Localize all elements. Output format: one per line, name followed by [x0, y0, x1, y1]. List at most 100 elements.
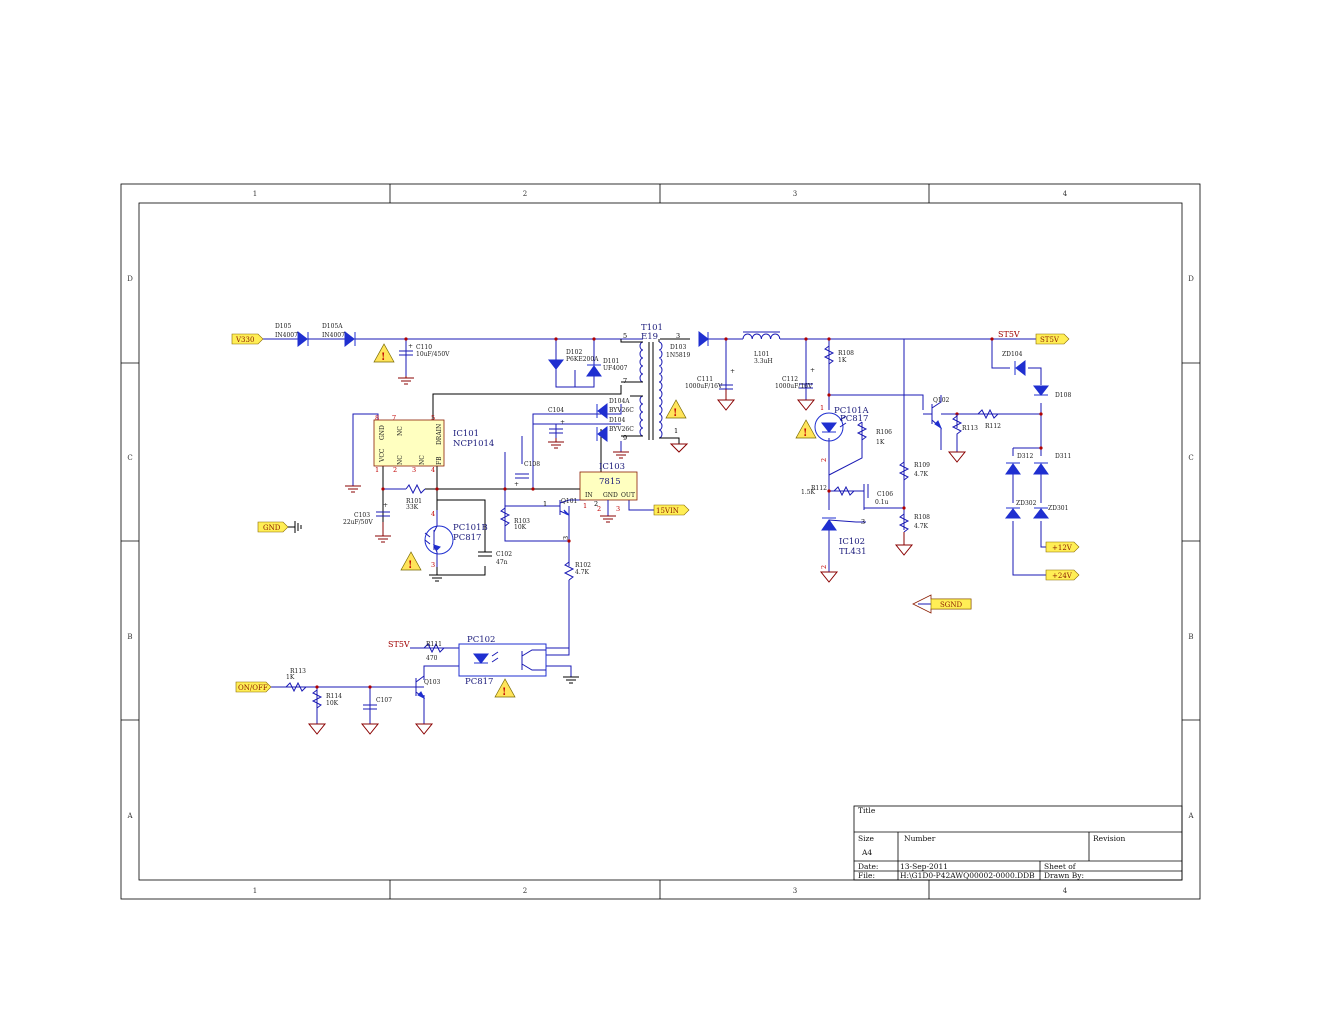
port-plus12v-label: +12V — [1052, 544, 1073, 552]
resistor-r114[interactable]: R114 10K — [311, 689, 342, 709]
capacitor-c102[interactable]: C102 47n — [478, 551, 512, 566]
d101-value: UF4007 — [603, 365, 628, 372]
resistor-r106[interactable]: R106 1K — [856, 421, 892, 446]
c102-ref: C102 — [496, 551, 512, 558]
regulator-ic103[interactable]: IC103 7815 IN GND OUT 1 2 3 — [579, 462, 638, 516]
zener-zd104[interactable]: ZD104 — [1002, 351, 1026, 377]
resistor-r109[interactable]: R109 4.7K — [898, 461, 930, 481]
port-sgnd[interactable]: SGND — [912, 594, 972, 614]
resistor-r103[interactable]: R103 10K — [499, 507, 530, 531]
transformer-t101[interactable]: T101 E19 5 7 9 3 1 — [620, 323, 680, 444]
ic101-pin-gnd: GND — [379, 425, 386, 440]
transistor-q103[interactable]: Q103 — [415, 675, 441, 700]
resistor-r102[interactable]: R102 4.7K — [563, 561, 591, 581]
transistor-q101[interactable]: Q101 1 2 3 — [543, 498, 598, 540]
r113-right-ref: R113 — [962, 425, 978, 432]
inductor-l101[interactable]: L101 3.3uH — [742, 331, 781, 365]
size-value: A4 — [861, 848, 872, 857]
resistor-r108-top[interactable]: R108 1K — [823, 345, 854, 365]
diode-d311[interactable]: D311 — [1033, 453, 1071, 475]
resistor-r111[interactable]: R111 470 — [423, 641, 445, 662]
diode-d104a[interactable]: D104A BYV26C — [596, 398, 634, 420]
ic103-pin-gnd: GND — [603, 492, 618, 499]
r106-value: 1K — [876, 439, 885, 446]
c112-plus: + — [810, 367, 815, 374]
warning-icon-1: ! — [373, 343, 395, 363]
zone-col-4-bottom: 4 — [1063, 887, 1068, 895]
q101-pin1: 1 — [543, 500, 547, 508]
pc101b-pin4: 4 — [431, 510, 435, 518]
resistor-r113-right[interactable]: R113 — [951, 414, 978, 452]
port-plus24v[interactable]: +24V — [1045, 569, 1080, 581]
zone-row-c-left: C — [127, 454, 132, 462]
transistor-q102[interactable]: Q102 — [923, 395, 950, 430]
ic102-pin2: 2 — [820, 565, 828, 569]
capacitor-c103[interactable]: + C103 22uF/50V — [343, 502, 390, 526]
shunt-regulator-ic102[interactable]: IC102 TL431 3 2 — [820, 517, 867, 569]
file-value: H:\G1D0-P42AWQ00002-0000.DDB — [900, 871, 1035, 880]
zener-zd302[interactable]: ZD302 — [1004, 500, 1037, 519]
zone-col-1-bottom: 1 — [253, 887, 257, 895]
diode-d108[interactable]: D108 — [1032, 385, 1071, 399]
q101-ref: Q101 — [561, 498, 577, 505]
resistor-r112[interactable]: R112 1.5K — [801, 485, 855, 497]
capacitor-c106[interactable]: C106 0.1u — [863, 484, 893, 506]
c112-ref: C112 — [782, 376, 798, 383]
ic-ic101[interactable]: GND NC DRAIN VCC NC NC FB 8 7 5 1 2 3 4 … — [373, 414, 494, 474]
d104-value: BYV26C — [609, 426, 634, 433]
ic103-pin3: 3 — [616, 505, 620, 513]
d103-ref: D103 — [670, 344, 686, 351]
r103-value: 10K — [514, 524, 527, 531]
capacitor-c111[interactable]: + C111 1000uF/16V — [685, 368, 735, 390]
zener-zd301[interactable]: ZD301 — [1032, 505, 1068, 519]
zone-row-a-right: A — [1187, 812, 1194, 820]
diode-d105a[interactable]: D105A IN4007 — [322, 323, 356, 348]
resistor-r108-bottom[interactable]: R108 4.7K — [898, 513, 930, 533]
resistor-r113-left[interactable]: R113 1K — [285, 668, 307, 693]
d102-value: P6KE200A — [566, 356, 599, 363]
port-on-off[interactable]: ON/OFF — [235, 681, 272, 693]
resistor-r112-right[interactable]: R112 — [977, 408, 1001, 430]
port-15vin-label: 15VIN — [656, 507, 679, 515]
diode-d105[interactable]: D105 IN4007 — [275, 323, 309, 348]
r113-left-ref: R113 — [290, 668, 306, 675]
optocoupler-pc102[interactable]: PC102 PC817 — [458, 635, 547, 687]
port-st5v[interactable]: ST5V — [1035, 333, 1070, 345]
r101-value: 33K — [406, 504, 419, 511]
resistor-r101[interactable]: R101 33K — [405, 483, 426, 511]
l101-value: 3.3uH — [754, 358, 773, 365]
ic102-ref: IC102 — [839, 537, 865, 547]
optocoupler-pc101b[interactable]: PC101B PC817 4 3 — [424, 510, 488, 569]
ic101-pin-nc1: NC — [397, 455, 404, 465]
port-plus12v[interactable]: +12V — [1045, 541, 1080, 553]
port-15vin[interactable]: 15VIN — [653, 504, 690, 516]
q101-pin3: 3 — [562, 536, 570, 540]
capacitor-c110[interactable]: + C110 10uF/450V — [399, 343, 450, 358]
capacitor-c107[interactable]: C107 — [363, 697, 392, 710]
diode-d102[interactable]: D102 P6KE200A — [547, 349, 599, 370]
zone-row-b-left: B — [127, 633, 132, 641]
d311-ref: D311 — [1055, 453, 1071, 460]
capacitor-c104[interactable]: C104 + — [548, 407, 565, 434]
zone-col-2-top: 2 — [523, 190, 527, 198]
r114-value: 10K — [326, 700, 339, 707]
port-gnd[interactable]: GND — [257, 521, 302, 533]
r102-ref: R102 — [575, 562, 591, 569]
diode-d312[interactable]: D312 — [1005, 453, 1033, 475]
ground-pc101b — [429, 566, 486, 582]
ic101-pin4: 4 — [431, 466, 435, 474]
c106-ref: C106 — [877, 491, 893, 498]
c111-plus: + — [730, 368, 735, 375]
zone-row-d-right: D — [1188, 275, 1194, 283]
zone-col-4-top: 4 — [1063, 190, 1068, 198]
port-v330[interactable]: V330 — [231, 333, 264, 345]
diode-d103[interactable]: D103 1N5819 — [666, 330, 709, 359]
diode-d104[interactable]: D104 BYV26C — [596, 417, 634, 443]
r112-right-ref: R112 — [985, 423, 1001, 430]
capacitor-c112[interactable]: + C112 1000uF/16V — [775, 367, 815, 390]
ic101-value: NCP1014 — [453, 439, 494, 449]
capacitor-c108[interactable]: C108 + — [514, 461, 540, 488]
optocoupler-pc101a[interactable]: PC101A PC817 1 2 — [814, 404, 869, 462]
drawing-frame: 1 2 3 4 1 2 3 4 D C B A D C B A — [120, 183, 1201, 900]
diode-d101[interactable]: D101 UF4007 — [586, 358, 628, 377]
